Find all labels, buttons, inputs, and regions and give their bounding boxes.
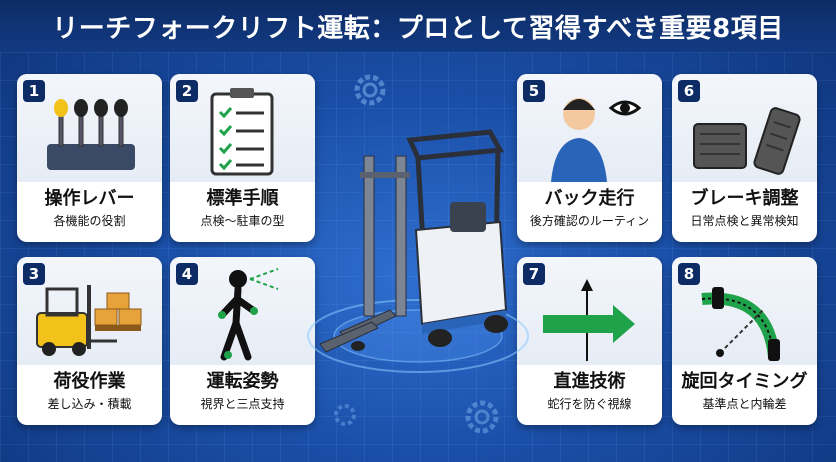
- card-label: 直進技術: [553, 371, 626, 392]
- card-number: 6: [678, 80, 700, 102]
- arrow-straight-icon: [543, 279, 635, 361]
- card-label: 荷役作業: [53, 371, 126, 392]
- card-back-driving: 5 バック走行 後方確認のルーティン: [517, 74, 662, 242]
- lever-icon: [47, 99, 135, 170]
- reach-forklift-illustration: [307, 129, 529, 373]
- card-standard-procedure: 2 標準手順 点検～駐車の型: [170, 74, 315, 242]
- forklift-load-icon: [36, 285, 142, 356]
- gear-icon: [465, 400, 499, 434]
- card-number: 7: [523, 263, 545, 285]
- card-number: 1: [23, 80, 45, 102]
- card-illustration: [17, 257, 162, 365]
- card-straight-driving: 7 直進技術 蛇行を防ぐ視線: [517, 257, 662, 425]
- card-label: 標準手順: [206, 188, 279, 209]
- card-number: 8: [678, 263, 700, 285]
- card-turning-timing: 8 旋回タイミング 基準点と内輪差: [672, 257, 817, 425]
- card-sub: 後方確認のルーティン: [529, 214, 650, 228]
- card-sub: 各機能の役割: [53, 214, 126, 228]
- card-label: バック走行: [544, 188, 635, 209]
- card-driving-posture: 4 運転姿勢 視界と三点支持: [170, 257, 315, 425]
- turn-path-icon: [701, 287, 780, 361]
- card-label: ブレーキ調整: [690, 188, 799, 209]
- card-label: 操作レバー: [44, 188, 135, 209]
- title-bar: リーチフォークリフト運転：プロとして習得すべき重要8項目: [0, 0, 836, 52]
- page-title: リーチフォークリフト運転：プロとして習得すべき重要8項目: [52, 13, 784, 44]
- look-back-icon: [551, 98, 642, 182]
- card-label: 運転姿勢: [206, 371, 279, 392]
- posture-icon: [218, 268, 279, 361]
- gear-icon: [354, 74, 386, 106]
- card-sub: 視界と三点支持: [200, 397, 285, 411]
- card-sub: 差し込み・積載: [47, 397, 132, 411]
- gear-icon: [334, 404, 356, 426]
- pedal-icon: [693, 107, 801, 175]
- card-sub: 点検～駐車の型: [200, 214, 285, 228]
- card-operation-lever: 1 操作レバー 各機能の役割: [17, 74, 162, 242]
- card-number: 4: [176, 263, 198, 285]
- card-label: 旋回タイミング: [681, 371, 808, 392]
- card-number: 2: [176, 80, 198, 102]
- card-number: 3: [23, 263, 45, 285]
- checklist-icon: [210, 88, 274, 176]
- card-sub: 日常点検と異常検知: [690, 214, 799, 228]
- card-sub: 蛇行を防ぐ視線: [547, 397, 632, 411]
- card-brake-adjust: 6 ブレーキ調整 日常点検と異常検知: [672, 74, 817, 242]
- card-sub: 基準点と内輪差: [702, 397, 787, 411]
- card-number: 5: [523, 80, 545, 102]
- card-cargo-handling: 3 荷役作業 差し込み・積載: [17, 257, 162, 425]
